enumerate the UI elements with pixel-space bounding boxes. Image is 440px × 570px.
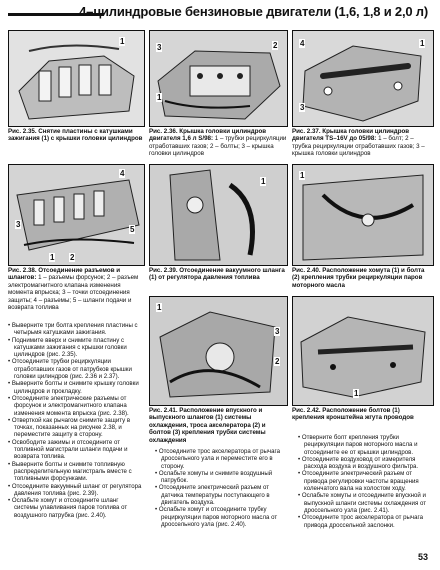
text-paragraph: • Ослабьте хомут и отсоедините трубку ре… <box>155 506 278 528</box>
text-paragraph: • Отсоедините вакуумный шланг от регулят… <box>8 482 142 497</box>
text-paragraph: • Отсоедините электрические разъемы от ф… <box>8 394 129 417</box>
figure-caption: Рис. 2.36. Крышка головки цилиндров двиг… <box>149 128 287 162</box>
caption-lead: Рис. 2.40. Расположение хомута (1) и бол… <box>292 267 425 289</box>
callout-label: 3 <box>156 43 163 52</box>
callout-label: 2 <box>272 41 279 50</box>
engine-illustration <box>150 165 287 265</box>
callout-label: 3 <box>15 220 22 229</box>
engine-illustration <box>293 31 433 126</box>
engine-illustration <box>150 31 287 126</box>
caption-text: 1 – разъемы форсунок; 2 – разъем электро… <box>8 274 139 312</box>
text-paragraph: • Ослабьте хомут и отсоедините шланг сис… <box>8 497 128 519</box>
figure-2-41: 1 3 2 <box>149 296 288 406</box>
figure-caption: Рис. 2.40. Расположение хомута (1) и бол… <box>292 267 432 293</box>
caption-lead: Рис. 2.35. Снятие пластины с катушками з… <box>8 128 143 143</box>
callout-label: 2 <box>69 253 76 262</box>
figure-caption: Рис. 2.42. Расположение болтов (1) крепл… <box>292 407 432 431</box>
figure-2-36: 3 1 2 <box>149 30 288 127</box>
engine-illustration <box>9 165 144 265</box>
figure-caption: Рис. 2.35. Снятие пластины с катушками з… <box>8 128 143 156</box>
text-paragraph: • Выверните болты и снимите топливную ра… <box>8 460 132 483</box>
figure-caption: Рис. 2.41. Расположение впускного и выпу… <box>149 407 287 445</box>
caption-lead: Рис. 2.41. Расположение впускного и выпу… <box>149 407 266 444</box>
callout-label: 2 <box>274 357 281 366</box>
text-paragraph: • Отсоедините трос акселератора от рычаг… <box>298 514 423 529</box>
callout-label: 1 <box>299 171 306 180</box>
text-paragraph: • Выверните болты и снимите крышку голов… <box>8 380 139 395</box>
callout-label: 5 <box>129 225 136 234</box>
text-paragraph: • Отсоедините электрический разъем от да… <box>155 484 270 507</box>
engine-illustration <box>150 297 287 405</box>
figure-2-37: 4 1 3 <box>292 30 434 127</box>
engine-illustration <box>9 31 144 126</box>
figure-caption: Рис. 2.38. Отсоединение разъемов и шланг… <box>8 267 143 319</box>
text-paragraph: • Поднимите вверх и снимите пластину с к… <box>8 336 127 359</box>
text-paragraph: • Отверните болт крепления трубки рецирк… <box>298 434 418 456</box>
caption-lead: Рис. 2.42. Расположение болтов (1) крепл… <box>292 407 414 422</box>
callout-label: 4 <box>299 39 306 48</box>
text-paragraph: • Отсоедините электрический разъем от пр… <box>298 470 419 493</box>
text-paragraph: • Отсоедините воздуховод от измерителя р… <box>298 455 419 471</box>
figure-2-39: 1 <box>149 164 288 266</box>
header-rule <box>8 13 104 16</box>
text-paragraph: • Выверните три болта крепления пластины… <box>8 322 138 337</box>
caption-lead: Рис. 2.36. Крышка головки цилиндров двиг… <box>149 128 267 143</box>
text-paragraph: • Ослабьте хомуты и отсоедините впускной… <box>298 492 426 514</box>
callout-label: 3 <box>274 327 281 336</box>
figure-caption: Рис. 2.37. Крышка головки цилиндров двиг… <box>292 128 432 162</box>
text-paragraph: • Отсоедините трубки рециркуляции отрабо… <box>8 358 132 381</box>
caption-lead: Рис. 2.39. Отсоединение вакуумного шланг… <box>149 267 285 282</box>
page-header: 4–цилиндровые бензиновые двигатели (1,6,… <box>0 4 440 26</box>
text-paragraph: • Освободите зажимы и отсоедините от топ… <box>8 438 128 461</box>
callout-label: 3 <box>299 103 306 112</box>
figure-2-40: 1 <box>292 164 434 266</box>
engine-illustration <box>293 297 433 405</box>
figure-2-35: 1 <box>8 30 145 127</box>
callout-label: 4 <box>119 169 126 178</box>
figure-2-42: 1 <box>292 296 434 406</box>
page-title: 4–цилиндровые бензиновые двигатели (1,6,… <box>79 4 428 19</box>
left-text-column: • Выверните три болта крепления пластины… <box>8 322 143 564</box>
page-number: 53 <box>417 552 428 562</box>
callout-label: 1 <box>419 39 426 48</box>
callout-label: 1 <box>156 303 163 312</box>
middle-text-column: • Отсоедините трос акселератора от рычаг… <box>155 448 286 564</box>
engine-illustration <box>293 165 433 265</box>
figure-caption: Рис. 2.39. Отсоединение вакуумного шланг… <box>149 267 287 291</box>
caption-text: 1 – трубки рециркуляции отработавших газ… <box>149 135 287 158</box>
figure-2-38: 1 2 3 4 5 <box>8 164 145 266</box>
callout-label: 1 <box>49 253 56 262</box>
text-paragraph: • Ослабьте хомуты и снимите воздушный па… <box>155 469 273 485</box>
callout-label: 1 <box>119 37 126 46</box>
text-paragraph: • Отсоедините трос акселератора от рычаг… <box>155 448 280 470</box>
callout-label: 1 <box>353 389 360 398</box>
callout-label: 1 <box>260 177 267 186</box>
right-text-column: • Отверните болт крепления трубки рецирк… <box>298 434 432 544</box>
text-paragraph: • Отверткой как рычагом снимите защиту в… <box>8 416 131 439</box>
caption-lead: Рис. 2.37. Крышка головки цилиндров двиг… <box>292 128 410 143</box>
caption-text: 1 – болт; 2 – трубка рециркуляции отрабо… <box>292 135 425 158</box>
callout-label: 1 <box>156 93 163 102</box>
caption-lead: Рис. 2.38. Отсоединение разъемов и шланг… <box>8 267 121 282</box>
